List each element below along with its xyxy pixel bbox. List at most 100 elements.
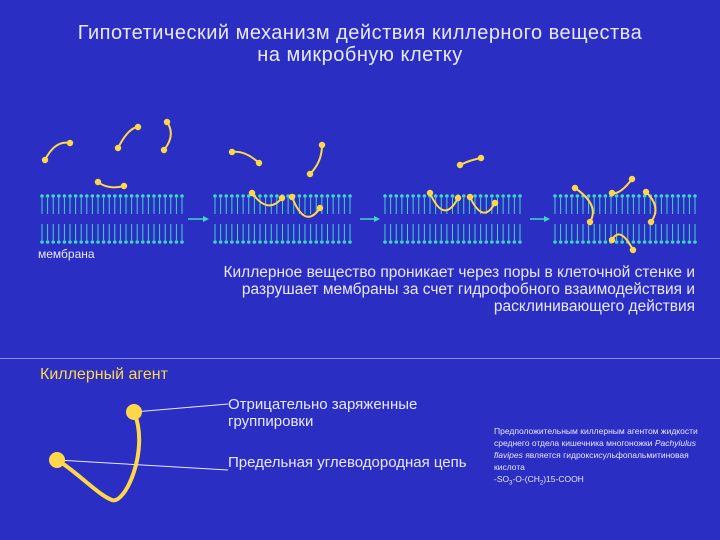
lipid-head xyxy=(85,240,89,244)
lipid-head xyxy=(676,194,680,198)
lipid-head xyxy=(439,240,444,244)
lipid-head xyxy=(620,194,624,198)
lipid-head xyxy=(101,194,106,198)
lipid-head xyxy=(269,194,274,198)
lipid-head xyxy=(575,240,580,244)
lipid-head xyxy=(252,240,257,244)
lipid-head xyxy=(433,194,438,198)
lipid-head xyxy=(586,194,591,198)
lipid-head xyxy=(79,194,83,198)
lipid-head xyxy=(180,194,184,198)
lipid-head xyxy=(445,240,449,244)
lipid-head xyxy=(564,194,568,198)
lipid-head xyxy=(603,194,608,198)
lipid-head xyxy=(213,194,217,198)
lipid-head xyxy=(107,240,111,244)
lipid-head xyxy=(90,194,95,198)
lipid-head xyxy=(592,240,596,244)
lipid-head xyxy=(506,240,511,244)
lipid-head xyxy=(411,194,415,198)
lipid-head xyxy=(218,194,223,198)
lipid-head xyxy=(141,194,145,198)
lipid-head xyxy=(118,194,123,198)
lipid-head xyxy=(570,194,574,198)
lipid-head xyxy=(308,240,313,244)
lipid-head xyxy=(320,194,324,198)
lipid-head xyxy=(473,194,477,198)
lipid-head xyxy=(586,240,591,244)
lipid-head xyxy=(269,240,274,244)
callout-hydrocarbon-chain: Предельная углеводородная цепь xyxy=(228,454,467,471)
lipid-head xyxy=(433,240,438,244)
lipid-head xyxy=(224,194,229,198)
lipid-head xyxy=(603,240,608,244)
killer-molecule-icon xyxy=(608,233,637,254)
lipid-head xyxy=(40,194,44,198)
lipid-head xyxy=(336,194,341,198)
lipid-head xyxy=(73,240,78,244)
lipid-head xyxy=(626,194,630,198)
killer-molecule-icon xyxy=(94,178,128,190)
lipid-head xyxy=(670,194,675,198)
lipid-head xyxy=(85,194,89,198)
killer-agent-note: Предположительным киллерным агентом жидк… xyxy=(494,425,714,490)
callout-line-chain xyxy=(56,459,229,471)
lipid-head xyxy=(113,240,117,244)
lipid-head xyxy=(405,194,410,198)
lipid-head xyxy=(246,240,251,244)
lipid-head xyxy=(235,240,240,244)
callout-line-charged xyxy=(133,403,229,413)
killer-molecule-icon xyxy=(426,189,462,212)
killer-agent-title: Киллерный агент xyxy=(40,366,168,383)
lipid-head xyxy=(224,240,229,244)
lipid-head xyxy=(101,240,106,244)
lipid-head xyxy=(670,240,675,244)
lipid-head xyxy=(146,194,151,198)
lipid-head xyxy=(124,194,128,198)
lipid-head xyxy=(501,240,505,244)
killer-molecule-icon xyxy=(41,139,74,164)
lipid-head xyxy=(659,194,664,198)
lipid-head xyxy=(422,194,427,198)
lipid-head xyxy=(518,240,522,244)
lipid-head xyxy=(342,240,347,244)
lipid-head xyxy=(118,240,123,244)
lipid-head xyxy=(113,194,117,198)
lipid-head xyxy=(146,240,151,244)
lipid-head xyxy=(467,240,472,244)
lipid-head xyxy=(163,240,167,244)
lipid-head xyxy=(416,194,421,198)
killer-molecule-icon xyxy=(288,193,324,218)
lipid-head xyxy=(57,194,61,198)
killer-molecule-icon xyxy=(228,148,263,167)
lipid-head xyxy=(614,240,619,244)
lipid-head xyxy=(654,240,658,244)
lipid-head xyxy=(218,240,223,244)
lipid-head xyxy=(570,240,574,244)
lipid-head xyxy=(314,194,319,198)
stage-arrows xyxy=(188,216,550,222)
lipid-bilayer-icon xyxy=(553,194,697,244)
lipid-head xyxy=(631,194,636,198)
lipid-head xyxy=(478,240,483,244)
lipid-head xyxy=(631,240,636,244)
lipid-head xyxy=(553,194,557,198)
killer-molecule-icon xyxy=(642,188,657,226)
lipid-head xyxy=(682,240,686,244)
lipid-head xyxy=(286,240,290,244)
lipid-head xyxy=(314,240,319,244)
lipid-head xyxy=(348,194,352,198)
lipid-head xyxy=(263,240,268,244)
killer-molecule-icon xyxy=(160,118,172,154)
lipid-head xyxy=(68,240,72,244)
lipid-head xyxy=(394,240,399,244)
lipid-head xyxy=(124,240,128,244)
lipid-head xyxy=(400,240,404,244)
lipid-head xyxy=(428,240,432,244)
lipid-head xyxy=(297,194,302,198)
lipid-head xyxy=(129,194,134,198)
lipid-head xyxy=(342,194,347,198)
lipid-head xyxy=(422,240,427,244)
killer-molecule-icon xyxy=(466,193,499,214)
lipid-head xyxy=(45,240,50,244)
